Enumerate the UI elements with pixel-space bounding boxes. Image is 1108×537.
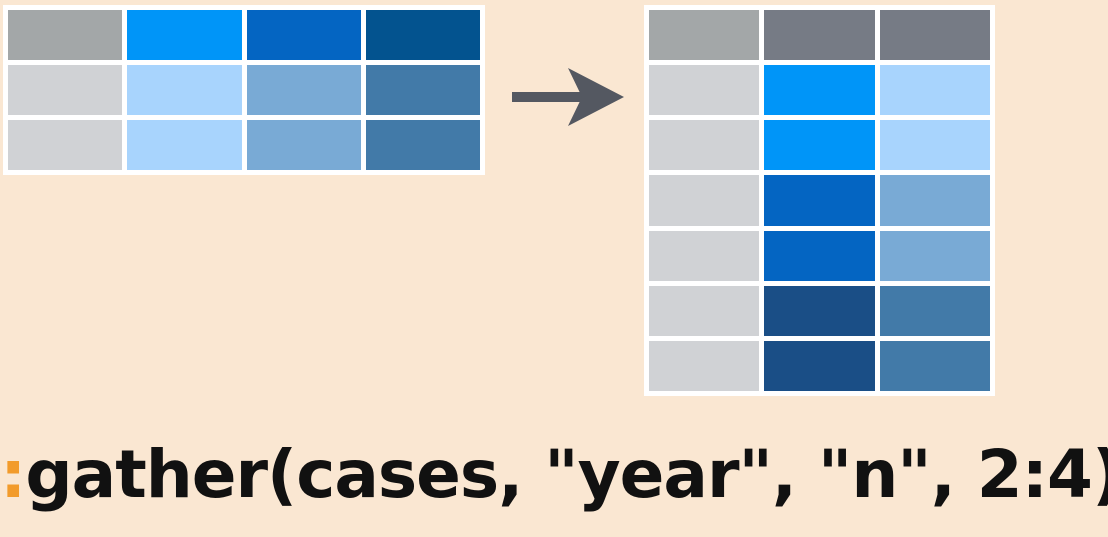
wide-table-cell-r1-c4 bbox=[365, 10, 480, 60]
wide-table-cell-r3-c4 bbox=[365, 120, 480, 170]
long-table-cell-r3-c1 bbox=[649, 120, 760, 171]
long-table-cell-r1-c2 bbox=[764, 10, 875, 61]
long-table-cell-r2-c1 bbox=[649, 65, 760, 116]
long-table-cell-r1-c1 bbox=[649, 10, 760, 61]
wide-table-cell-r3-c2 bbox=[127, 120, 242, 170]
code-caption: :gather(cases, "year", "n", 2:4) bbox=[0, 425, 1108, 525]
long-table-cell-r7-c3 bbox=[879, 340, 990, 391]
long-table bbox=[644, 5, 995, 396]
right-arrow-icon bbox=[512, 68, 624, 126]
long-table-cell-r2-c3 bbox=[879, 65, 990, 116]
long-table-cell-r5-c2 bbox=[764, 230, 875, 281]
long-table-cell-r1-c3 bbox=[879, 10, 990, 61]
long-table-cell-r3-c2 bbox=[764, 120, 875, 171]
code-text: gather(cases, "year", "n", 2:4) bbox=[25, 436, 1108, 513]
code-prefix: : bbox=[0, 436, 26, 513]
long-table-cell-r5-c1 bbox=[649, 230, 760, 281]
long-table-cell-r6-c1 bbox=[649, 285, 760, 336]
long-table-cell-r4-c2 bbox=[764, 175, 875, 226]
long-table-cell-r7-c2 bbox=[764, 340, 875, 391]
wide-table bbox=[3, 5, 485, 175]
wide-table-cell-r2-c2 bbox=[127, 65, 242, 115]
wide-table-cell-r2-c3 bbox=[246, 65, 361, 115]
wide-table-cell-r1-c2 bbox=[127, 10, 242, 60]
long-table-cell-r7-c1 bbox=[649, 340, 760, 391]
wide-table-cell-r3-c1 bbox=[8, 120, 123, 170]
wide-table-cell-r2-c1 bbox=[8, 65, 123, 115]
long-table-cell-r6-c2 bbox=[764, 285, 875, 336]
long-table-cell-r3-c3 bbox=[879, 120, 990, 171]
long-table-cell-r2-c2 bbox=[764, 65, 875, 116]
long-table-cell-r5-c3 bbox=[879, 230, 990, 281]
wide-table-cell-r1-c1 bbox=[8, 10, 123, 60]
long-table-cell-r4-c1 bbox=[649, 175, 760, 226]
long-table-cell-r6-c3 bbox=[879, 285, 990, 336]
wide-table-cell-r1-c3 bbox=[246, 10, 361, 60]
wide-table-cell-r2-c4 bbox=[365, 65, 480, 115]
long-table-cell-r4-c3 bbox=[879, 175, 990, 226]
wide-table-cell-r3-c3 bbox=[246, 120, 361, 170]
